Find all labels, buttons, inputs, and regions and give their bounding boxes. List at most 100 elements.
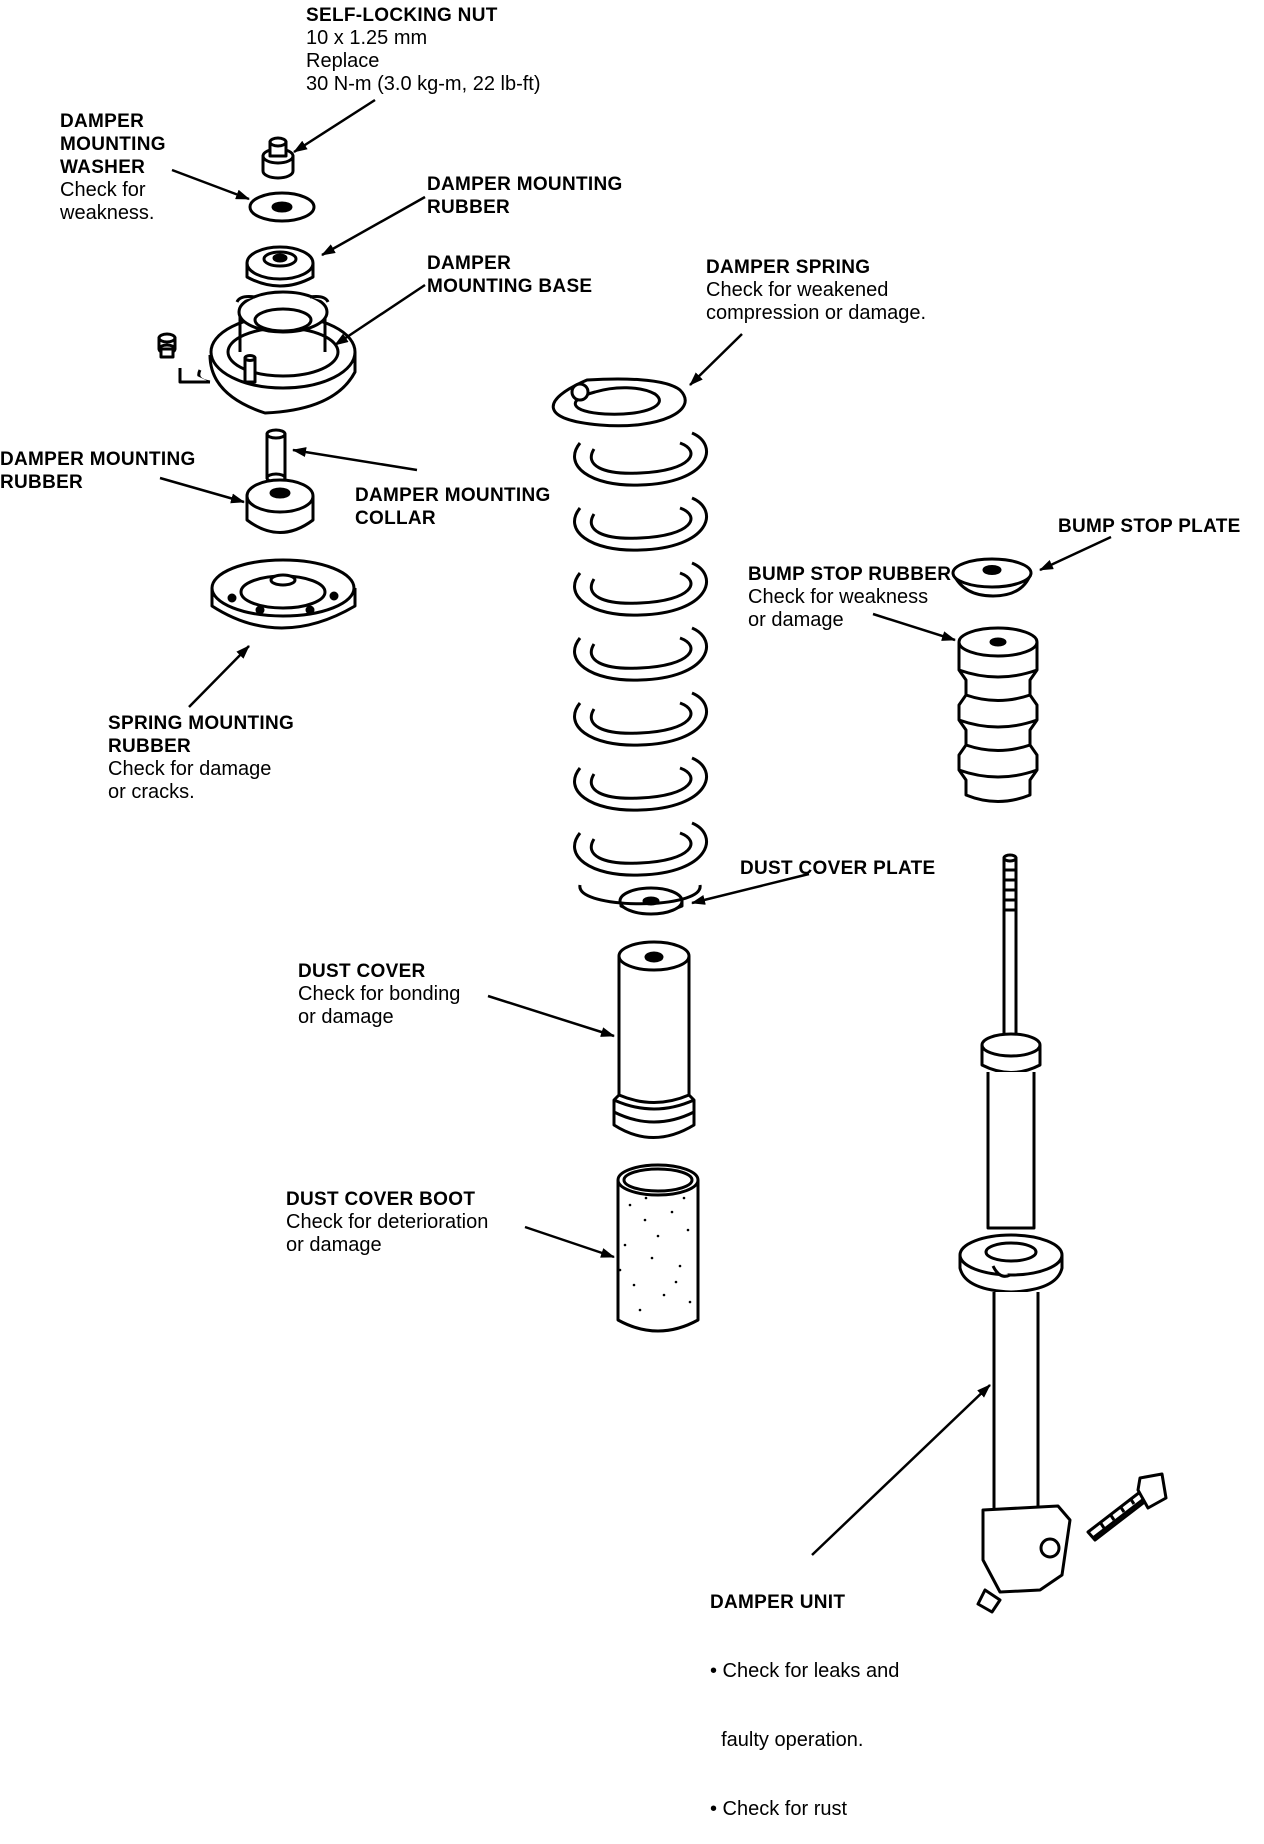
spring-mounting-rubber-part (210, 558, 357, 630)
leader-self-locking-nut (293, 98, 376, 154)
spring-coil-inner (589, 766, 693, 800)
leader-damper-mounting-base (334, 283, 426, 347)
label-bump-stop-rubber-note: Check for weakness (748, 586, 929, 608)
leader-damper-mounting-collar (292, 447, 418, 472)
label-spring-mounting-rubber-note: or cracks. (108, 781, 195, 803)
label-self-locking-nut-note: Replace (306, 50, 380, 72)
label-self-locking-nut-note: 10 x 1.25 mm (306, 27, 428, 49)
spring-coil-bottom (578, 884, 702, 906)
label-spring-mounting-rubber: SPRING MOUNTING RUBBER Check for damage … (108, 712, 294, 804)
label-damper-mounting-rubber-upper-title: DAMPER MOUNTING (427, 174, 623, 195)
spring-coil (573, 561, 709, 617)
damper-mounting-base-part (178, 290, 357, 415)
leader-damper-unit (811, 1384, 991, 1556)
label-bump-stop-rubber-title: BUMP STOP RUBBER (748, 564, 952, 585)
label-dust-cover-boot: DUST COVER BOOT Check for deterioration … (286, 1188, 488, 1257)
label-dust-cover-plate: DUST COVER PLATE (740, 857, 936, 880)
label-bump-stop-plate-title: BUMP STOP PLATE (1058, 516, 1241, 537)
label-dust-cover-boot-note: or damage (286, 1234, 382, 1256)
damper-spring-part (551, 377, 687, 428)
label-damper-mounting-rubber-upper: DAMPER MOUNTING RUBBER (427, 173, 623, 219)
label-self-locking-nut: SELF-LOCKING NUT 10 x 1.25 mm Replace 30… (306, 4, 541, 96)
label-spring-mounting-rubber-title: RUBBER (108, 736, 192, 757)
label-self-locking-nut-title: SELF-LOCKING NUT (306, 5, 498, 26)
label-spring-mounting-rubber-note: Check for damage (108, 758, 272, 780)
bump-stop-plate-part (951, 557, 1033, 598)
label-damper-mounting-base-title: MOUNTING BASE (427, 276, 593, 297)
label-spring-mounting-rubber-title: SPRING MOUNTING (108, 713, 295, 734)
label-damper-spring: DAMPER SPRING Check for weakened compres… (706, 256, 926, 325)
label-damper-spring-note: compression or damage. (706, 302, 927, 324)
leader-dust-cover (487, 994, 615, 1038)
spring-coil (573, 691, 709, 747)
leader-damper-mounting-rubber-lower (159, 476, 245, 504)
label-damper-unit-note: faulty operation. (710, 1729, 864, 1751)
label-damper-mounting-rubber-lower: DAMPER MOUNTING RUBBER (0, 448, 196, 494)
spring-coil (573, 756, 709, 812)
label-damper-mounting-collar-title: DAMPER MOUNTING (355, 485, 551, 506)
spring-coil-inner (589, 441, 693, 475)
damper-mounting-rubber-upper-part (245, 245, 315, 288)
label-dust-cover-note: Check for bonding (298, 983, 461, 1005)
label-bump-stop-rubber-note: or damage (748, 609, 844, 631)
label-dust-cover-title: DUST COVER (298, 961, 426, 982)
label-damper-spring-title: DAMPER SPRING (706, 257, 871, 278)
dust-cover-plate-part (618, 886, 684, 916)
damper-spring-coils (573, 431, 709, 906)
damper-bolt-part (1086, 1472, 1168, 1542)
label-dust-cover-note: or damage (298, 1006, 394, 1028)
label-damper-mounting-rubber-lower-title: RUBBER (0, 472, 84, 493)
label-damper-mounting-base: DAMPER MOUNTING BASE (427, 252, 592, 298)
label-dust-cover-plate-title: DUST COVER PLATE (740, 858, 936, 879)
label-damper-unit-title: DAMPER UNIT (710, 1592, 846, 1613)
spring-coil (573, 626, 709, 682)
label-damper-unit-note: • Check for leaks and (710, 1660, 900, 1682)
spring-coil-inner (589, 636, 693, 670)
bump-stop-rubber-part (957, 626, 1039, 803)
dust-cover-part (612, 940, 696, 1139)
label-damper-mounting-washer-note: weakness. (60, 202, 155, 224)
spring-coil (573, 821, 709, 877)
leader-bump-stop-rubber (872, 612, 956, 642)
label-damper-mounting-washer-title: WASHER (60, 157, 146, 178)
label-damper-mounting-washer: DAMPER MOUNTING WASHER Check for weaknes… (60, 110, 166, 225)
damper-unit-part (958, 853, 1072, 1614)
damper-mounting-rubber-lower-part (245, 478, 315, 534)
label-damper-mounting-base-title: DAMPER (427, 253, 512, 274)
leader-dust-cover-boot (524, 1225, 615, 1259)
label-damper-mounting-rubber-lower-title: DAMPER MOUNTING (0, 449, 196, 470)
spring-coil (573, 496, 709, 552)
label-self-locking-nut-note: 30 N-m (3.0 kg-m, 22 lb-ft) (306, 73, 541, 95)
label-damper-mounting-collar-title: COLLAR (355, 508, 436, 529)
label-bump-stop-plate: BUMP STOP PLATE (1058, 515, 1241, 538)
leader-damper-mounting-washer (171, 168, 250, 201)
label-dust-cover-boot-title: DUST COVER BOOT (286, 1189, 476, 1210)
label-damper-spring-note: Check for weakened (706, 279, 889, 301)
leader-damper-spring (689, 333, 743, 386)
dust-cover-boot-part (616, 1163, 700, 1333)
leader-lines (159, 98, 1112, 1556)
label-damper-mounting-washer-title: DAMPER (60, 111, 145, 132)
exploded-view-diagram (157, 98, 1168, 1614)
damper-mounting-collar-part (265, 428, 287, 484)
spring-coil-inner (589, 831, 693, 865)
spring-coil-inner (589, 506, 693, 540)
label-dust-cover: DUST COVER Check for bonding or damage (298, 960, 460, 1029)
damper-mounting-washer-part (248, 191, 316, 223)
label-damper-mounting-washer-title: MOUNTING (60, 134, 166, 155)
leader-spring-mounting-rubber (188, 645, 250, 708)
self-locking-nut-part (261, 136, 295, 180)
leader-damper-mounting-rubber-upper (321, 195, 426, 257)
spring-coil-inner (589, 571, 693, 605)
label-damper-mounting-rubber-upper-title: RUBBER (427, 197, 511, 218)
base-nut-part (157, 332, 177, 359)
label-dust-cover-boot-note: Check for deterioration (286, 1211, 489, 1233)
label-damper-unit-note: • Check for rust (710, 1798, 848, 1820)
label-damper-mounting-collar: DAMPER MOUNTING COLLAR (355, 484, 551, 530)
label-bump-stop-rubber: BUMP STOP RUBBER Check for weakness or d… (748, 563, 951, 632)
label-damper-mounting-washer-note: Check for (60, 179, 146, 201)
leader-dust-cover-plate (691, 872, 810, 905)
leader-bump-stop-plate (1039, 535, 1112, 572)
spring-coil-inner (589, 701, 693, 735)
label-damper-unit: DAMPER UNIT • Check for leaks and faulty… (710, 1545, 899, 1844)
